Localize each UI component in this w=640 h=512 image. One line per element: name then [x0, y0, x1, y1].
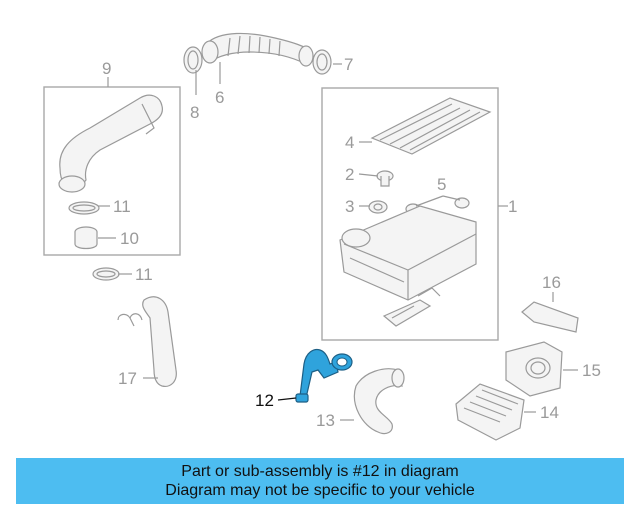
- banner-line-2: Diagram may not be specific to your vehi…: [165, 482, 475, 499]
- part-16-cover[interactable]: [521, 301, 579, 333]
- callout-15: 15: [582, 361, 601, 380]
- part-2-grommet[interactable]: [376, 170, 394, 187]
- info-banner: Part or sub-assembly is #12 in diagram D…: [16, 458, 624, 504]
- callout-9: 9: [102, 59, 111, 78]
- part-13-elbow-hose[interactable]: [353, 368, 405, 435]
- parts-diagram: 1 2 3 4 5 6 7 8 9 10 11 11 12 13 14 15 1…: [43, 32, 601, 441]
- callout-13: 13: [316, 411, 335, 430]
- callout-6: 6: [215, 88, 224, 107]
- part-9-intake-duct[interactable]: [58, 94, 163, 193]
- callout-14: 14: [540, 403, 559, 422]
- callout-11-upper: 11: [113, 197, 131, 216]
- group-box-1: [321, 87, 499, 341]
- callout-5: 5: [437, 175, 446, 194]
- callout-4: 4: [345, 133, 354, 152]
- callout-1: 1: [508, 197, 517, 216]
- part-1-air-cleaner[interactable]: [339, 205, 477, 327]
- callout-3: 3: [345, 197, 354, 216]
- part-7-clamp[interactable]: [312, 49, 332, 75]
- callout-7: 7: [344, 55, 353, 74]
- callout-17: 17: [118, 369, 137, 388]
- banner-line-1: Part or sub-assembly is #12 in diagram: [181, 463, 459, 480]
- part-10-coupler[interactable]: [74, 226, 98, 250]
- callout-10: 10: [120, 229, 139, 248]
- part-12-breather-hose[interactable]: [295, 348, 353, 403]
- part-3-grommet[interactable]: [368, 200, 388, 214]
- callout-2: 2: [345, 165, 354, 184]
- callout-12: 12: [255, 391, 274, 410]
- callout-8: 8: [190, 103, 199, 122]
- part-14-duct[interactable]: [455, 383, 525, 441]
- part-6-intake-hose[interactable]: [201, 32, 314, 67]
- group-box-9: [43, 86, 181, 256]
- callout-11-lower: 11: [135, 265, 153, 284]
- callout-16: 16: [542, 273, 561, 292]
- part-15-housing[interactable]: [505, 341, 563, 397]
- part-4-filter-element[interactable]: [370, 97, 492, 155]
- leader-lines: [98, 62, 578, 421]
- part-8-clamp[interactable]: [183, 46, 203, 74]
- part-17-hose[interactable]: [117, 296, 177, 387]
- part-11-clamp-lower[interactable]: [92, 267, 120, 281]
- part-11-clamp-upper[interactable]: [68, 201, 100, 215]
